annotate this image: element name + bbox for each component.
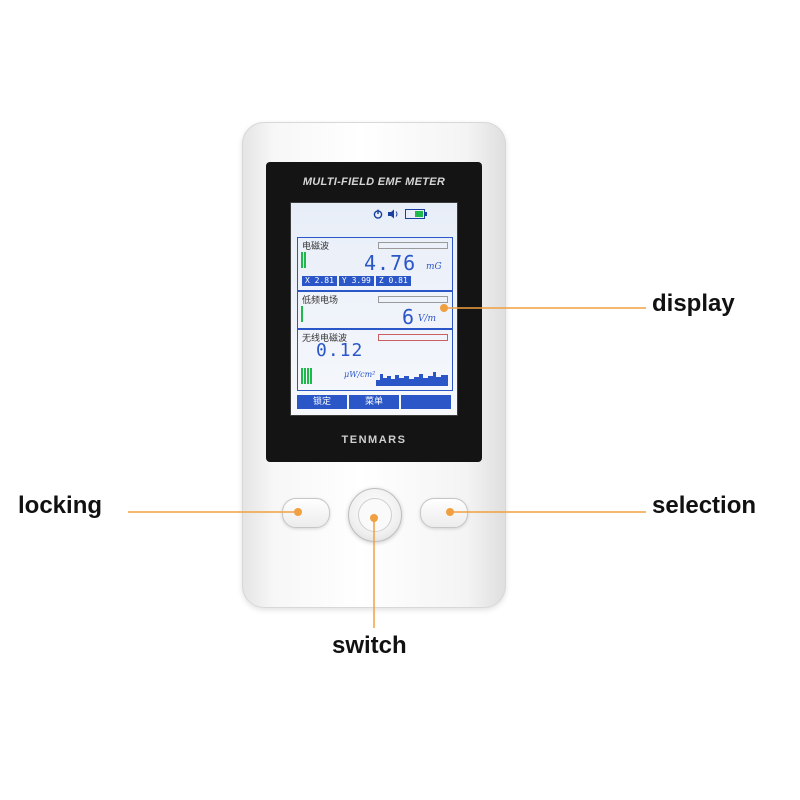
soft-key-menu: 菜单 [349, 395, 399, 409]
battery-icon [405, 209, 427, 219]
axis-z: Z 0.81 [375, 276, 411, 286]
switch-button[interactable] [348, 488, 402, 542]
lcd-display: 电磁波 4.76 mG X 2.81 Y 3.99 Z 0.81 低频电场 6 … [290, 202, 458, 416]
rf-panel: 无线电磁波 0.12 μW/cm² [297, 329, 453, 391]
electric-field-rule [378, 296, 448, 303]
rf-value: 0.12 [316, 340, 364, 361]
soft-key-lock: 锁定 [297, 395, 347, 409]
locking-label: locking [18, 492, 103, 519]
power-icon [373, 209, 383, 219]
axis-readouts: X 2.81 Y 3.99 Z 0.81 [302, 276, 411, 286]
rf-level-bars [301, 368, 312, 384]
electric-field-panel: 低频电场 6 V/m [297, 291, 453, 329]
soft-key-blank [401, 395, 451, 409]
rf-unit: μW/cm² [344, 370, 376, 379]
emf-value: 4.76 [364, 251, 417, 275]
emf-panel: 电磁波 4.76 mG X 2.81 Y 3.99 Z 0.81 [297, 237, 453, 291]
selection-button[interactable] [420, 498, 468, 528]
electric-field-level-bars [301, 306, 303, 322]
switch-label: switch [332, 632, 407, 659]
display-label: display [652, 290, 735, 317]
axis-x: X 2.81 [302, 276, 337, 286]
rf-panel-rule [378, 334, 448, 341]
emf-panel-rule [378, 242, 448, 249]
rf-panel-title: 无线电磁波 [302, 334, 348, 344]
axis-y: Y 3.99 [338, 276, 374, 286]
locking-button[interactable] [282, 498, 330, 528]
brand-label: TENMARS [341, 434, 407, 446]
emf-panel-title: 电磁波 [302, 242, 330, 252]
model-label: MULTI-FIELD EMF METER [302, 176, 446, 188]
speaker-icon [388, 209, 398, 219]
emf-unit: mG [426, 262, 442, 272]
soft-key-bar: 锁定 菜单 [297, 395, 451, 409]
emf-level-bars [301, 252, 306, 268]
electric-field-unit: V/m [418, 314, 437, 324]
selection-label: selection [652, 492, 757, 519]
status-icons [373, 209, 427, 219]
electric-field-value: 6 [402, 305, 416, 329]
electric-field-title: 低频电场 [302, 296, 339, 306]
rf-spectrum-histogram [376, 372, 448, 386]
switch-button-face [358, 498, 392, 532]
